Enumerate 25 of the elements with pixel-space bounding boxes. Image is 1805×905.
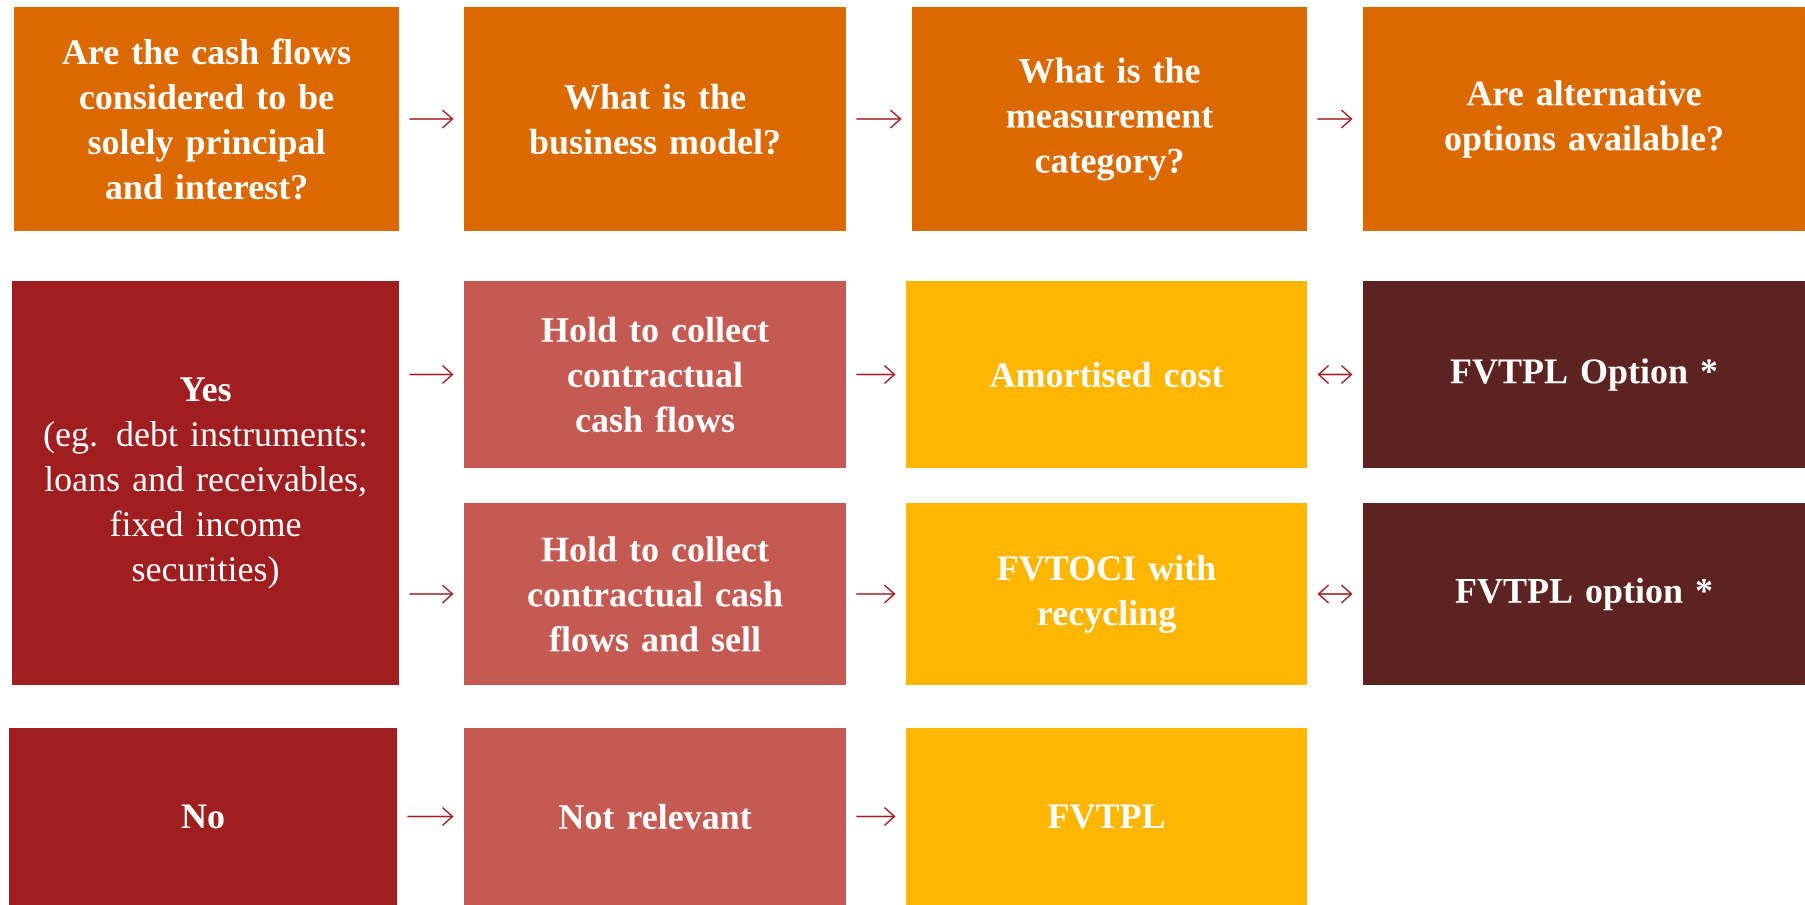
arrow: [408, 584, 454, 604]
arrow: [408, 109, 454, 129]
question-box: What is the measurement category?: [912, 7, 1307, 231]
answer-box: Yes (eg. debt instruments: loans and receivables, fixed income securities): [12, 281, 399, 685]
question-box: What is the business model?: [464, 7, 846, 231]
arrow: [406, 806, 454, 827]
question-box: Are alternative options available?: [1363, 7, 1805, 231]
business-model-box: Not relevant: [464, 728, 846, 905]
option-box: FVTPL Option *: [1363, 281, 1805, 468]
category-box: FVTPL: [906, 728, 1307, 905]
arrow: [855, 806, 896, 827]
category-box: FVTOCI with recycling: [906, 503, 1307, 685]
business-model-box: Hold to collect contractual cash flows and sell: [464, 503, 846, 685]
business-model-box: Hold to collect contractual cash flows: [464, 281, 846, 468]
arrow: [1317, 364, 1353, 385]
arrow: [1316, 109, 1353, 129]
arrow: [1317, 584, 1353, 604]
answer-box: No: [9, 728, 397, 905]
option-box: FVTPL option *: [1363, 503, 1805, 685]
arrow: [855, 109, 902, 129]
arrow: [855, 364, 896, 385]
arrow: [855, 584, 896, 604]
category-box: Amortised cost: [906, 281, 1307, 468]
arrow: [408, 364, 454, 385]
question-box: Are the cash flows considered to be solely principal and interest?: [14, 7, 399, 231]
